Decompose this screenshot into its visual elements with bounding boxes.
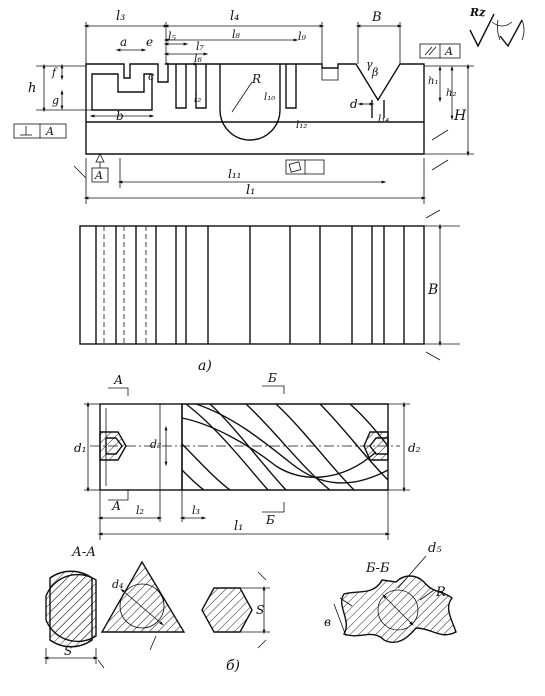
sections: А-А S d₄ S Б-Б d₅ R в б) [43, 541, 457, 674]
svg-text:γ: γ [366, 58, 373, 71]
svg-text:A: A [444, 45, 453, 58]
svg-text:l₁: l₁ [246, 183, 255, 198]
svg-text:l₁₄: l₁₄ [378, 114, 389, 125]
svg-text:S: S [64, 644, 72, 658]
label-r-top: R [251, 72, 261, 86]
svg-text:S: S [256, 603, 264, 617]
section-bb-title: Б-Б [365, 561, 390, 576]
svg-text:A: A [94, 169, 103, 182]
svg-text:d₅: d₅ [428, 541, 442, 556]
caption-b: б) [226, 658, 240, 674]
svg-text:B: B [371, 10, 382, 25]
drill-view: А Б А Б d₁ d₃ [74, 371, 421, 540]
slot-2 [195, 64, 207, 109]
section-triangle [100, 560, 186, 633]
svg-text:l₁₁: l₁₁ [228, 167, 241, 181]
top-view: B а) [79, 209, 460, 374]
svg-text:d₃: d₃ [150, 438, 161, 451]
svg-text:l₁₀: l₁₀ [264, 92, 275, 103]
svg-text:А: А [111, 499, 121, 513]
svg-text:d₂: d₂ [408, 441, 421, 455]
svg-text:h₁: h₁ [428, 76, 438, 87]
svg-text:β: β [371, 66, 378, 79]
svg-text:B: B [427, 282, 438, 298]
top-view-outline [79, 225, 425, 345]
fluted-body [181, 403, 389, 491]
svg-text:l₂: l₂ [194, 94, 201, 105]
section-hexagon [201, 587, 253, 633]
t-slot [91, 73, 153, 111]
groove-semicircle [219, 64, 281, 141]
svg-text:f: f [51, 66, 58, 79]
svg-text:d₁: d₁ [74, 441, 87, 455]
svg-text:a: a [120, 35, 127, 49]
svg-text:c: c [148, 70, 154, 83]
svg-text:e: e [146, 35, 153, 49]
svg-text:Б: Б [267, 371, 277, 385]
svg-text:h₂: h₂ [446, 88, 456, 99]
svg-text:l₃: l₃ [192, 504, 200, 517]
svg-text:l₃: l₃ [116, 9, 125, 24]
rect-small-1 [321, 67, 339, 81]
svg-text:Б: Б [265, 513, 275, 527]
svg-text:l₇: l₇ [196, 40, 205, 53]
slot-3 [285, 64, 297, 109]
svg-text:А: А [113, 373, 123, 387]
svg-text:l₈: l₈ [232, 28, 241, 41]
svg-text:d₄: d₄ [112, 578, 123, 591]
caption-a: а) [198, 358, 212, 374]
svg-text:l₅: l₅ [168, 30, 177, 43]
svg-text:l₄: l₄ [230, 9, 239, 24]
svg-text:l₆: l₆ [194, 52, 203, 65]
svg-text:R: R [435, 585, 446, 600]
svg-text:d: d [350, 97, 358, 111]
svg-text:Rz: Rz [469, 6, 486, 19]
svg-text:l₂: l₂ [136, 504, 144, 517]
svg-text:l₁₂: l₁₂ [296, 120, 307, 131]
front-view: R l₃ l₄ B a e l₅ l₇ l₆ l₈ l₉ l₂ l₁₀ l₁₂ … [13, 6, 525, 204]
svg-text:A: A [45, 125, 54, 138]
svg-text:H: H [453, 108, 467, 124]
section-aa-title: А-А [71, 545, 96, 560]
svg-text:в: в [324, 615, 331, 629]
svg-text:l₉: l₉ [298, 30, 307, 43]
svg-text:l₁: l₁ [234, 519, 243, 534]
svg-text:g: g [52, 94, 59, 107]
slot-1 [175, 64, 187, 109]
body-outline [85, 63, 425, 155]
svg-text:b: b [116, 109, 124, 123]
svg-text:h: h [28, 81, 36, 96]
